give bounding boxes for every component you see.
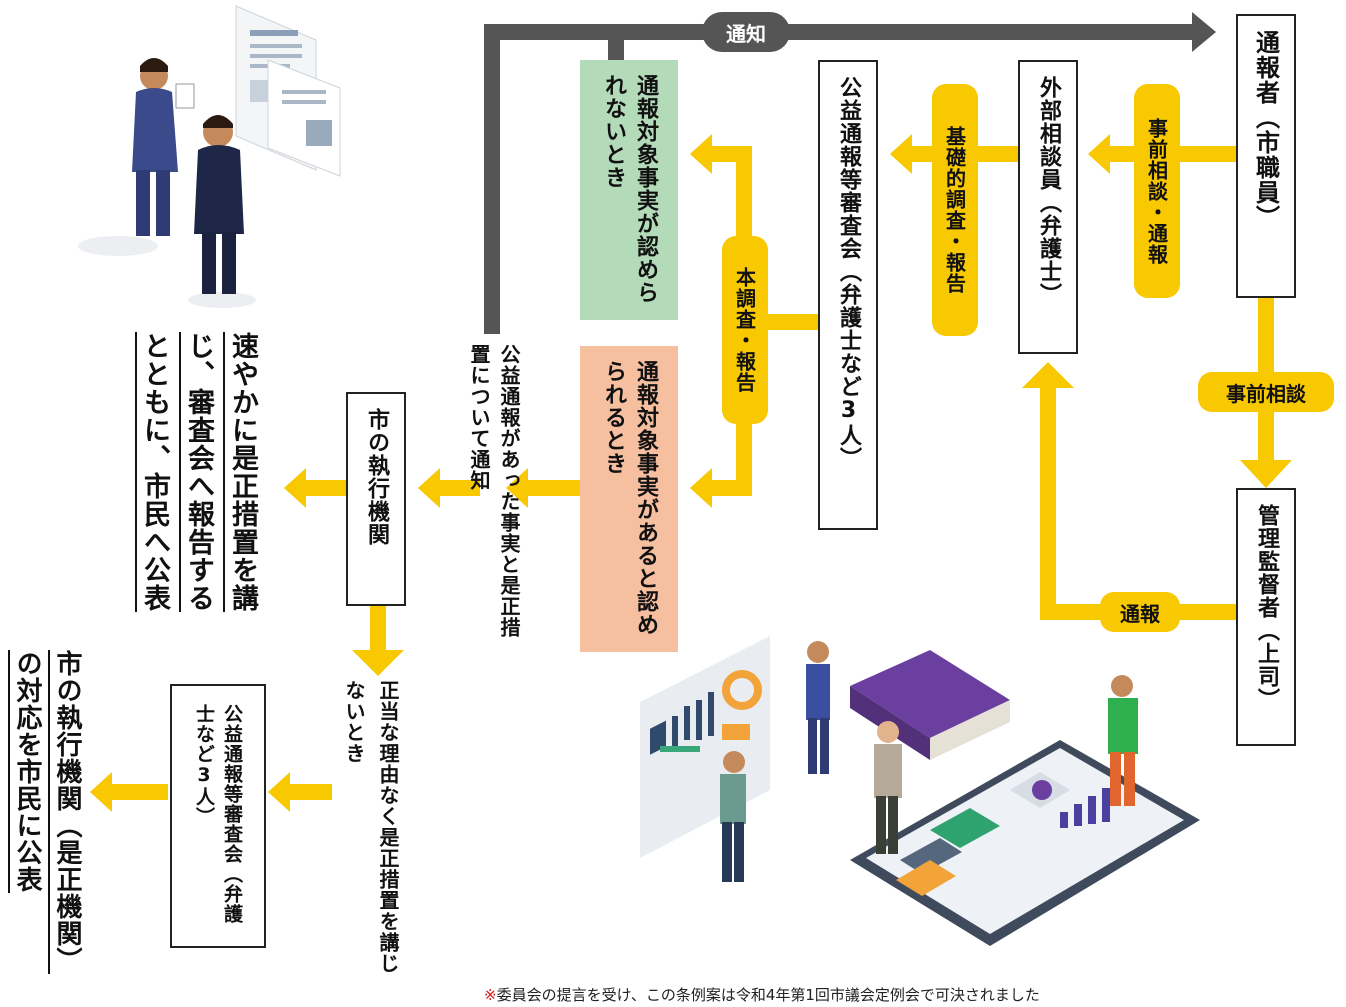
notice-label-text: 通知 — [726, 21, 766, 46]
corrective-text: 速やかに是正措置を講じ、審査会へ報告するとともに、市民へ公表 — [139, 332, 258, 612]
prior-consult-report-text: 事前相談・通報 — [1144, 117, 1169, 265]
tablet-dashboard-team-illustration — [640, 636, 1200, 946]
footnote-mark: ※ — [484, 986, 497, 1004]
supervisor-text: 管理監督者（上司） — [1254, 504, 1279, 711]
prior-consult-text: 事前相談 — [1226, 381, 1306, 406]
corrective-block: 速やかに是正措置を講じ、審査会へ報告するとともに、市民へ公表 — [110, 332, 286, 622]
prior-consult-label: 事前相談 — [1198, 372, 1334, 412]
footnote: ※委員会の提言を受け、この条例案は令和4年第1回市議会定例会で可決されました — [484, 984, 1040, 1005]
external-counsel-box: 外部相談員（弁護士） — [1018, 60, 1078, 354]
basic-investigation-label: 基礎的調査・報告 — [932, 84, 978, 336]
recognized-text: 通報対象事実があると認められるとき — [601, 360, 658, 636]
notice-arrow — [484, 12, 1216, 334]
public-response-block: 市の執行機関（是正機関）の対応を市民に公表 — [6, 650, 88, 1006]
notice-text-block: 公益通報があった事実と是正措置について通知 — [462, 344, 526, 644]
report-text: 通報 — [1120, 601, 1160, 626]
recognized-box: 通報対象事実があると認められるとき — [580, 346, 678, 652]
city-exec-text: 市の執行機関 — [364, 408, 389, 546]
public-response-text: 市の執行機関（是正機関）の対応を市民に公表 — [12, 650, 82, 974]
city-exec-box: 市の執行機関 — [346, 392, 406, 606]
whistleblower-box: 通報者（市職員） — [1236, 14, 1296, 298]
external-counsel-text: 外部相談員（弁護士） — [1036, 76, 1061, 306]
prior-consult-report-label: 事前相談・通報 — [1134, 84, 1180, 298]
basic-investigation-text: 基礎的調査・報告 — [942, 126, 967, 294]
main-investigation-text: 本調査・報告 — [732, 267, 757, 393]
report-label: 通報 — [1100, 592, 1180, 632]
people-reviewing-documents-illustration — [78, 5, 341, 308]
committee2-text: 公益通報等審査会（弁護士など3人） — [193, 704, 243, 924]
committee-text: 公益通報等審査会（弁護士など3人） — [836, 76, 861, 470]
committee-box: 公益通報等審査会（弁護士など3人） — [818, 60, 878, 530]
footnote-text: 委員会の提言を受け、この条例案は令和4年第1回市議会定例会で可決されました — [496, 986, 1040, 1004]
whistleblower-text: 通報者（市職員） — [1251, 30, 1280, 230]
committee2-box: 公益通報等審査会（弁護士など3人） — [170, 684, 266, 948]
not-recognized-text: 通報対象事実が認められないとき — [601, 74, 658, 304]
no-reason-text: 正当な理由なく是正措置を講じないとき — [342, 680, 400, 974]
no-reason-block: 正当な理由なく是正措置を講じないとき — [334, 680, 408, 980]
notice-text: 公益通報があった事実と是正措置について通知 — [467, 344, 521, 638]
main-investigation-label: 本調査・報告 — [722, 236, 768, 424]
supervisor-box: 管理監督者（上司） — [1236, 488, 1296, 746]
notice-label: 通知 — [702, 12, 790, 52]
not-recognized-box: 通報対象事実が認められないとき — [580, 60, 678, 320]
